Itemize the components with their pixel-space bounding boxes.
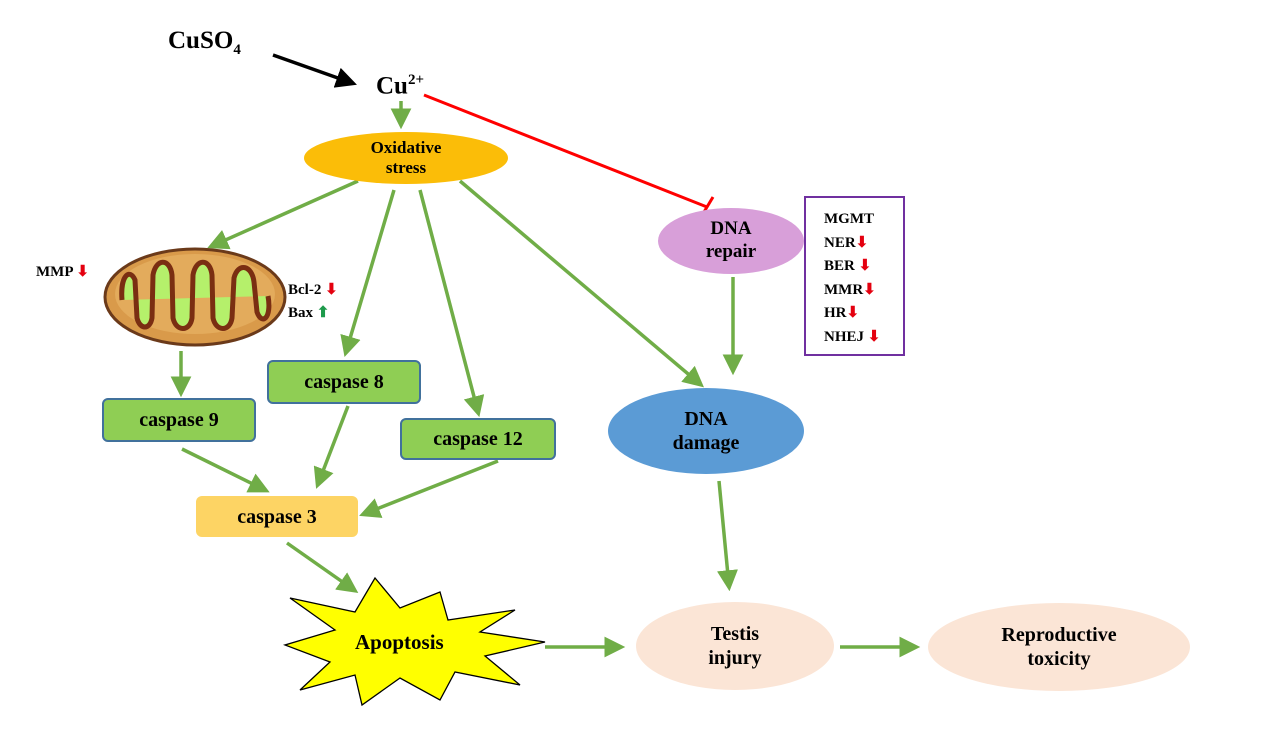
bcl2-text: Bcl-2 [288, 282, 322, 298]
pathway-ner: NER⬇ [824, 232, 903, 256]
cuso4-label: CuSO4 [168, 27, 241, 59]
arrow-os-to-caspase12 [418, 189, 485, 418]
caspase-9-node: caspase 9 [102, 398, 256, 442]
mitochondrion-icon [103, 247, 287, 347]
inhibition-cu-to-dna-repair [423, 93, 708, 209]
arrow-os-to-mitochondria [207, 179, 359, 250]
pathway-ner-label: NER [824, 234, 856, 251]
caspase-8-node: caspase 8 [267, 360, 421, 404]
cu-superscript: 2+ [407, 72, 425, 88]
bcl2-label: Bcl-2 ⬇ [288, 280, 338, 299]
pathway-mgmt-label: MGMT [824, 211, 874, 227]
caspase-9-label: caspase 9 [139, 409, 219, 431]
dna-damage-node: DNA damage [608, 388, 804, 474]
oxidative-stress-line2: stress [385, 158, 427, 177]
caspase-3-node: caspase 3 [196, 496, 358, 537]
bax-text: Bax [288, 305, 314, 321]
hr-down-arrow-icon: ⬇ [846, 305, 860, 321]
bax-up-arrow-icon: ⬆ [316, 305, 330, 321]
dna-repair-line2: repair [705, 241, 757, 262]
dna-repair-line1: DNA [710, 218, 752, 240]
reproductive-toxicity-node: Reproductive toxicity [928, 603, 1190, 691]
apoptosis-text: Apoptosis [355, 630, 444, 654]
arrow-cuso4-to-cu [272, 53, 357, 88]
oxidative-stress-node: Oxidative stress [304, 132, 508, 184]
testis-injury-node: Testis injury [636, 602, 834, 690]
arrow-os-to-dna-damage [458, 179, 705, 388]
arrow-caspase8-to-caspase3 [313, 405, 350, 489]
reproductive-toxicity-line2: toxicity [1027, 648, 1091, 670]
arrow-os-to-caspase8 [340, 189, 396, 358]
pathway-hr: HR⬇ [824, 302, 903, 326]
cuso4-subscript: 4 [233, 42, 241, 58]
arrow-caspase9-to-caspase3 [181, 447, 270, 493]
mmp-down-arrow-icon: ⬇ [76, 264, 89, 280]
caspase-8-label: caspase 8 [304, 371, 384, 393]
dna-repair-node: DNA repair [658, 208, 804, 274]
nhej-down-arrow-icon: ⬇ [867, 328, 881, 345]
caspase-12-label: caspase 12 [433, 428, 523, 450]
testis-injury-line2: injury [708, 647, 762, 669]
arrow-caspase12-to-caspase3 [359, 459, 499, 518]
testis-injury-line1: Testis [710, 623, 760, 645]
repair-pathways-box: MGMT NER⬇ BER ⬇ MMR⬇ HR⬇ NHEJ ⬇ [804, 196, 905, 356]
caspase-12-node: caspase 12 [400, 418, 556, 460]
pathway-mgmt: MGMT [824, 208, 903, 232]
cuso4-text: CuSO [168, 27, 234, 54]
cu-text: Cu [376, 72, 408, 100]
apoptosis-burst [282, 576, 546, 707]
bcl2-down-arrow-icon: ⬇ [325, 282, 338, 298]
reproductive-toxicity-line1: Reproductive [1001, 624, 1117, 646]
oxidative-stress-line1: Oxidative [370, 137, 442, 157]
cu-ion-label: Cu2+ [376, 72, 424, 101]
pathway-nhej-label: NHEJ [824, 328, 865, 345]
bax-label: Bax ⬆ [288, 303, 329, 322]
pathway-ber-label: BER [824, 258, 855, 274]
arrow-damage-to-testis [717, 480, 738, 592]
ner-down-arrow-icon: ⬇ [855, 234, 869, 251]
pathway-mmr-label: MMR [824, 281, 864, 298]
pathway-mmr: MMR⬇ [824, 279, 903, 303]
mmr-down-arrow-icon: ⬇ [863, 281, 876, 298]
mmp-text: MMP [36, 264, 73, 280]
ber-down-arrow-icon: ⬇ [858, 258, 872, 274]
caspase-3-label: caspase 3 [237, 505, 317, 528]
mmp-label: MMP ⬇ [36, 262, 89, 281]
dna-damage-line1: DNA [684, 408, 728, 430]
pathway-nhej: NHEJ ⬇ [824, 326, 903, 350]
pathway-hr-label: HR [824, 305, 847, 321]
arrow-caspase3-to-apoptosis [285, 541, 359, 594]
apoptosis-label: Apoptosis [355, 630, 444, 654]
pathway-ber: BER ⬇ [824, 255, 903, 279]
dna-damage-line2: damage [672, 432, 740, 454]
